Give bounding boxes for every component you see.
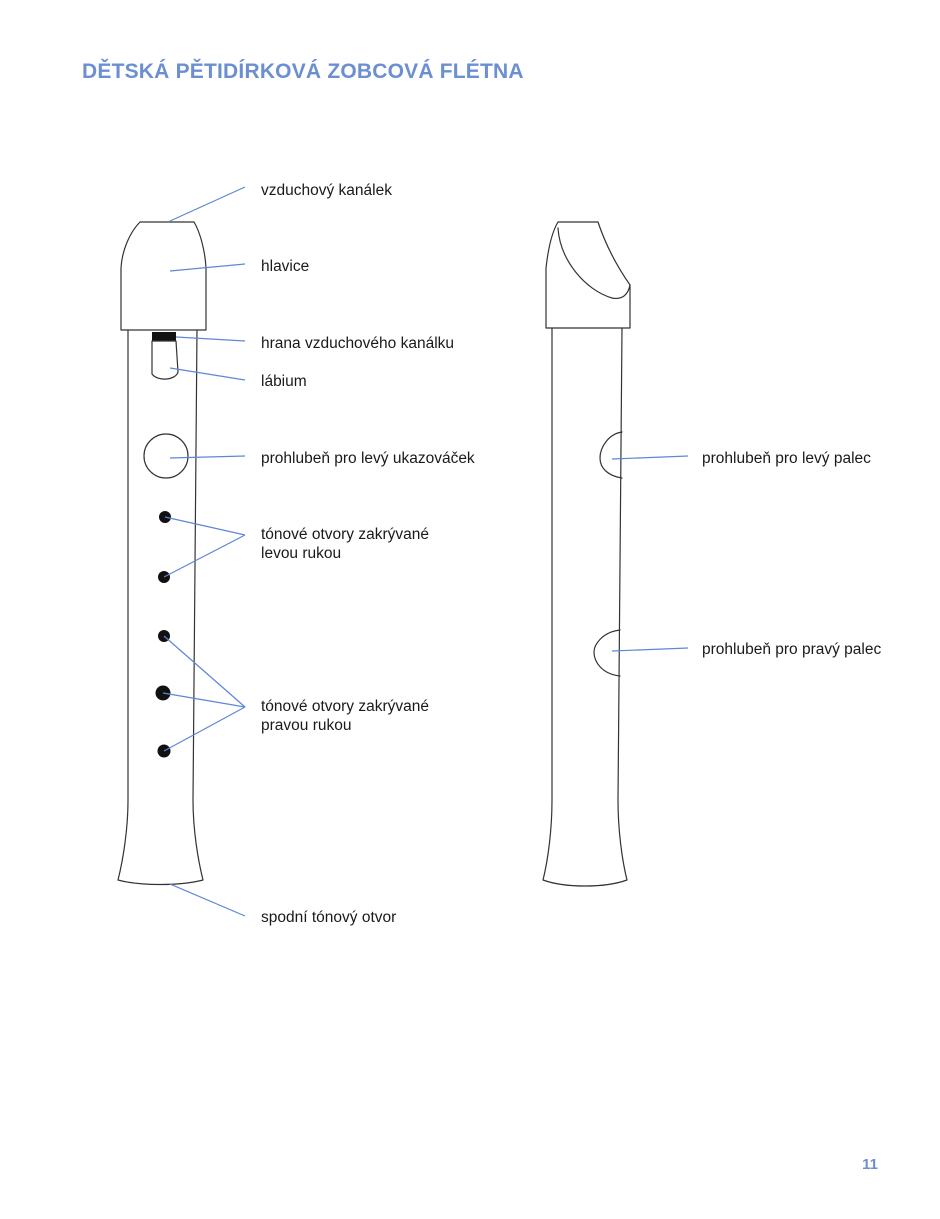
front-recorder [117, 221, 207, 886]
leader-left-hand-2 [163, 534, 246, 578]
label-left-hand-holes-line-1: tónové otvory zakrývané [261, 526, 430, 543]
left-index-hollow-shape [143, 433, 189, 479]
label-right-hand-holes: tónové otvory zakrývané pravou rukou [261, 697, 429, 735]
label-right-hand-holes-line-1: tónové otvory zakrývané [261, 698, 430, 715]
leader-bottom-hole [169, 883, 246, 917]
side-head [545, 221, 631, 329]
channel-edge-shape [152, 332, 176, 341]
leader-lines [162, 186, 689, 917]
label-left-hand-holes: tónové otvory zakrývané levou rukou [261, 525, 429, 563]
side-head-slope [557, 227, 631, 300]
front-head [120, 221, 207, 331]
leader-air-channel [169, 186, 246, 222]
label-right-hand-holes-line-2: pravou rukou [261, 717, 352, 734]
leader-channel-edge [175, 336, 246, 342]
label-left-index-hollow: prohlubeň pro levý ukazováček [261, 450, 475, 467]
label-right-thumb-hollow: prohlubeň pro pravý palec [702, 641, 882, 658]
label-head: hlavice [261, 258, 310, 275]
label-labium: lábium [261, 373, 307, 390]
leader-left-thumb [611, 455, 689, 460]
leader-right-hand-3 [163, 706, 246, 752]
leader-labium [169, 367, 246, 381]
label-bottom-hole: spodní tónový otvor [261, 909, 397, 926]
page-title: DĚTSKÁ PĚTIDÍRKOVÁ ZOBCOVÁ FLÉTNA [82, 60, 524, 83]
leader-left-index [169, 455, 246, 459]
leader-left-hand-1 [164, 516, 246, 536]
front-body [117, 329, 204, 886]
leader-right-hand-2 [162, 692, 246, 708]
label-left-thumb-hollow: prohlubeň pro levý palec [702, 450, 871, 467]
leader-head [169, 263, 246, 272]
leader-right-hand-1 [163, 635, 246, 708]
labium-shape [151, 340, 179, 380]
label-left-hand-holes-line-2: levou rukou [261, 545, 342, 562]
left-thumb-hollow-shape [599, 431, 623, 479]
page-number: 11 [862, 1156, 878, 1173]
right-thumb-hollow-shape [593, 629, 621, 677]
side-body [542, 327, 628, 887]
side-recorder [542, 221, 631, 887]
label-air-channel: vzduchový kanálek [261, 182, 392, 199]
leader-right-thumb [611, 647, 689, 652]
label-channel-edge: hrana vzduchového kanálku [261, 335, 455, 352]
